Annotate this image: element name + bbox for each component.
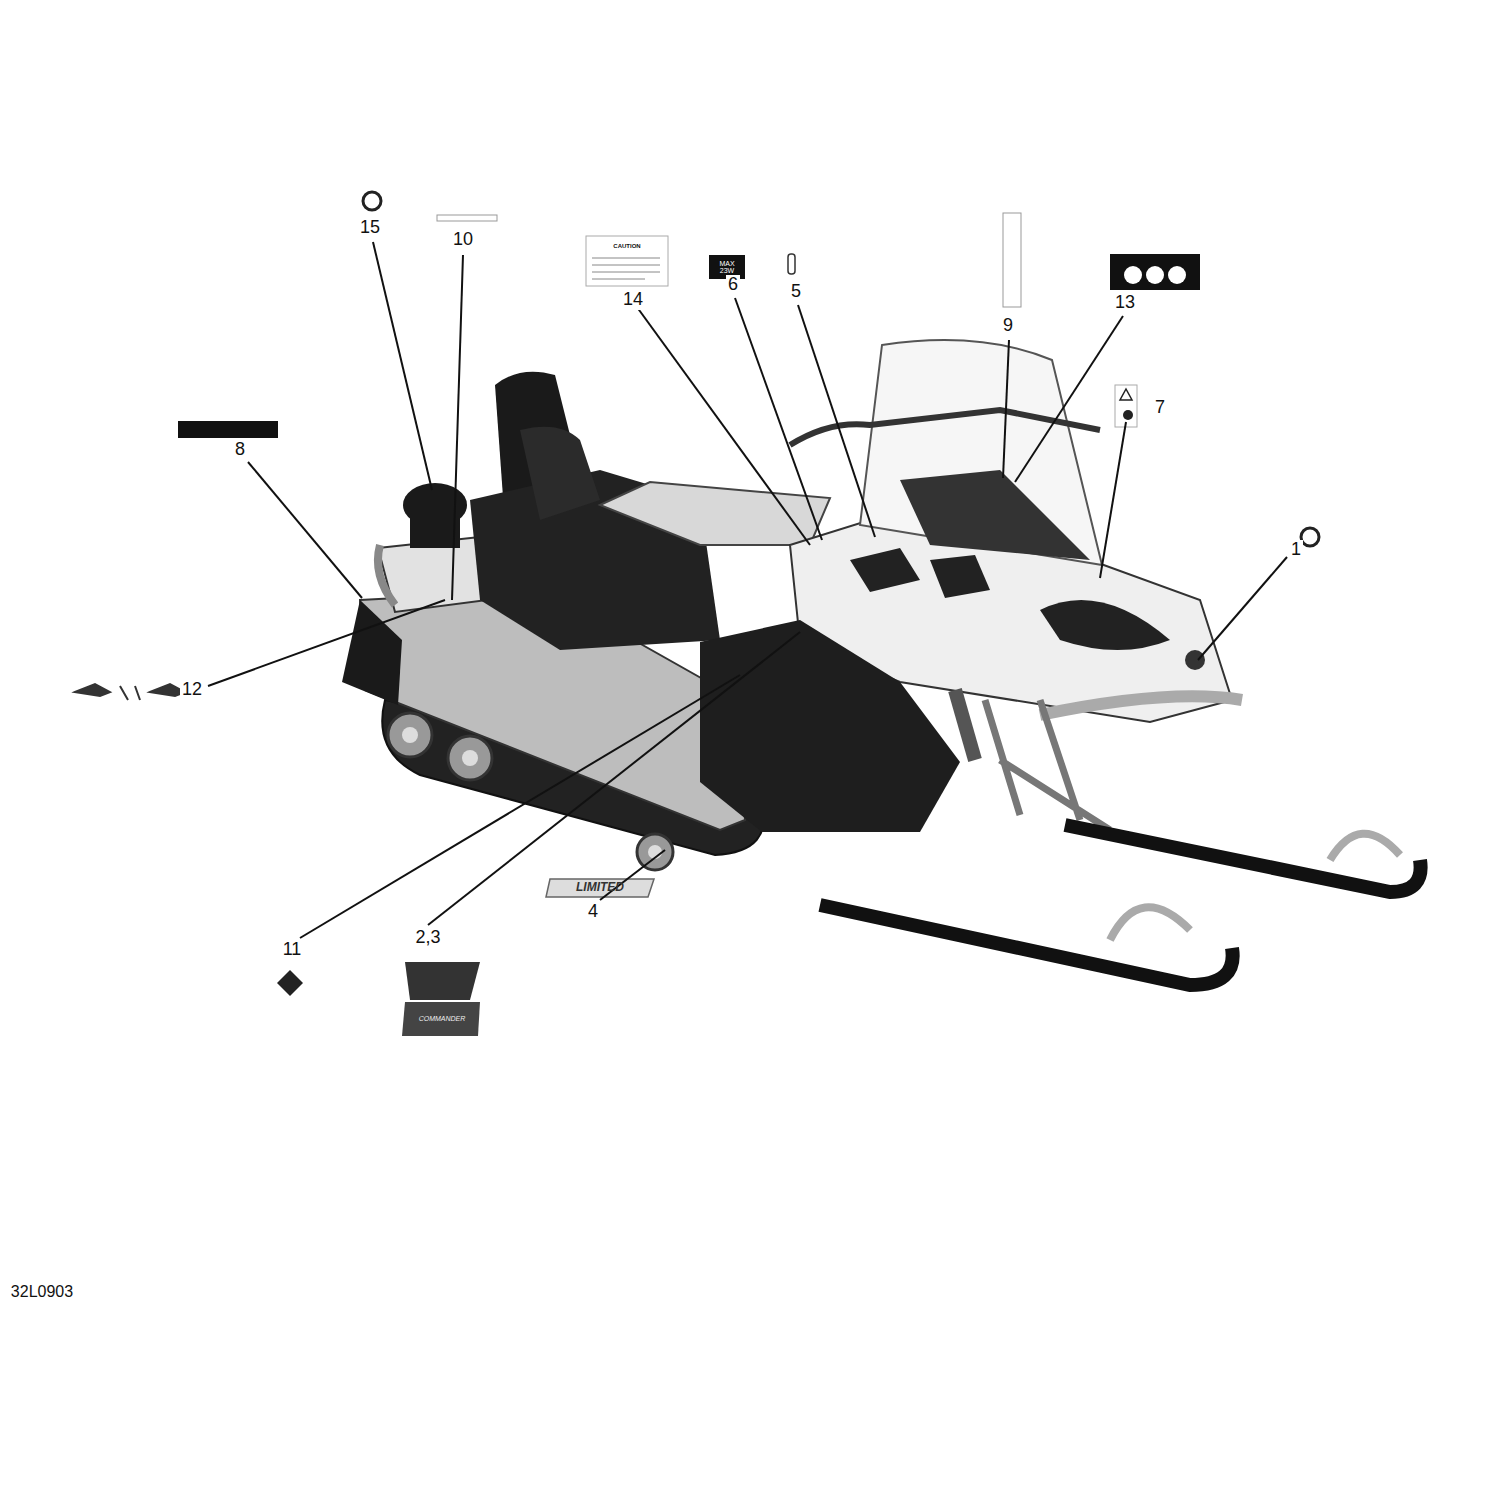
callout-number: 2,3 xyxy=(413,928,442,948)
decal-text: LIMITED xyxy=(574,881,626,894)
callout-number: 5 xyxy=(789,282,803,302)
callout-number: 14 xyxy=(621,290,645,310)
callout-number: 12 xyxy=(180,680,204,700)
figure-code: 32L0903 xyxy=(9,1283,75,1301)
callout-number: 8 xyxy=(233,440,247,460)
callout-number: 4 xyxy=(586,902,600,922)
callout-number: 11 xyxy=(281,940,304,960)
callout-number: 13 xyxy=(1113,293,1137,313)
decal-text: COMMANDER xyxy=(417,1015,468,1023)
callout-number: 1 xyxy=(1289,540,1303,560)
decal-text: MAX 23W xyxy=(710,260,744,274)
callout-number: 10 xyxy=(451,230,475,250)
callout-number: 7 xyxy=(1153,398,1167,418)
callout-number: 9 xyxy=(1001,316,1015,336)
callout-number: 6 xyxy=(726,275,740,295)
callout-number: 15 xyxy=(358,218,382,238)
decal-text: CAUTION xyxy=(611,243,642,250)
